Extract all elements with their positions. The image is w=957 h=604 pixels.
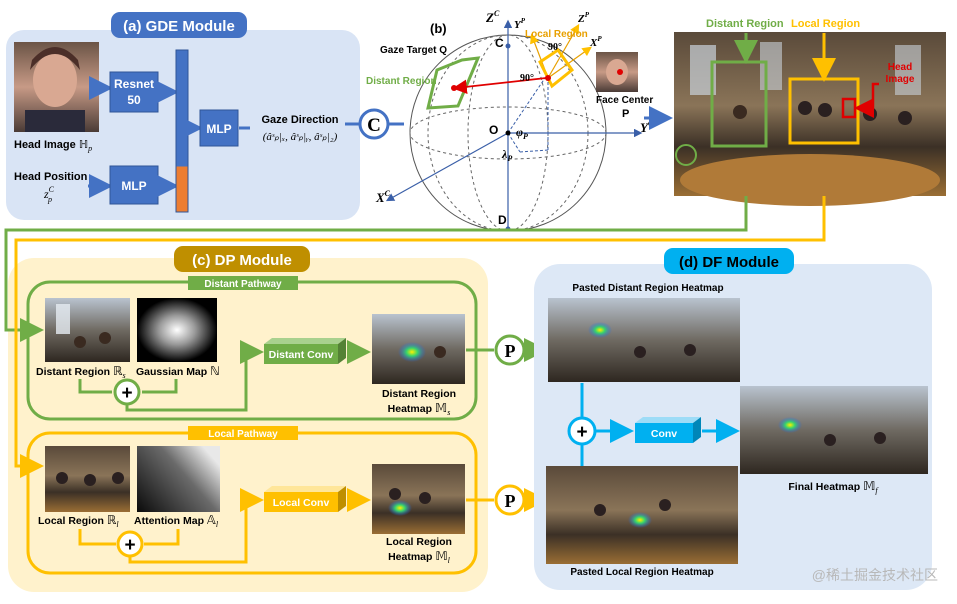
local-heatmap-label-2: Heatmap 𝕄l [388, 549, 451, 565]
point-c: C [495, 36, 504, 50]
gaussian-map-image [137, 298, 217, 362]
face-center-thumbnail [596, 52, 638, 92]
distant-pathway-label: Distant Pathway [204, 279, 282, 290]
distant-conv-label: Distant Conv [269, 349, 334, 361]
axis-zp-label: ZP [577, 11, 590, 25]
pasted-local-label: Pasted Local Region Heatmap [570, 567, 713, 578]
pasted-distant-label: Pasted Distant Region Heatmap [572, 283, 723, 294]
dp-title: (c) DP Module [192, 252, 292, 269]
local-region-label: Local Region ℝl [38, 513, 119, 529]
attention-map-label: Attention Map 𝔸l [134, 513, 219, 529]
head-image-label: Head Image ℍp [14, 139, 92, 153]
angle-90-a: 90° [548, 42, 562, 53]
sphere-title: (b) [430, 21, 447, 36]
panorama-head-label-2: Image [886, 74, 915, 85]
local-conv-label: Local Conv [273, 497, 330, 509]
lambda-label: λP [501, 147, 512, 163]
mlp-direction-box [199, 109, 239, 147]
feature-concat-bar [175, 49, 189, 213]
pasted-distant-heatmap-image [548, 298, 740, 382]
local-pathway-label: Local Pathway [208, 429, 278, 440]
gaussian-map-label: Gaussian Map ℕ [136, 364, 220, 378]
face-center-point: P [622, 108, 629, 120]
mlp-position-box [109, 165, 159, 205]
mlp-direction-label: MLP [206, 122, 231, 136]
resnet-label-1: Resnet [114, 77, 154, 91]
watermark: @稀土掘金技术社区 [812, 567, 938, 583]
distant-region-image [45, 298, 130, 362]
axis-xc-label: XC [375, 189, 391, 205]
local-plus-symbol: + [124, 535, 135, 556]
distant-pathway-tag [188, 276, 298, 290]
gaze-target-label: Gaze Target Q [380, 45, 447, 56]
face-center-label: Face Center [596, 95, 653, 106]
panorama-local-label: Local Region [791, 18, 860, 30]
dp-title-box [174, 246, 310, 272]
resnet-box [109, 71, 159, 113]
head-image-thumbnail [14, 42, 99, 132]
axis-xp-label: XP [589, 35, 602, 49]
sphere-distant-region [426, 56, 481, 110]
gde-title: (a) GDE Module [123, 18, 235, 35]
panorama-head-label-1: Head [888, 62, 912, 73]
df-title-box [664, 248, 794, 274]
pasted-local-heatmap-image [546, 466, 738, 564]
gaze-direction-formula: (âˢₚ|ₓ, âˢₚ|ᵧ, âˢₚ|₂) [263, 131, 338, 143]
phi-label: φP [516, 125, 528, 141]
local-heatmap-label-1: Local Region [386, 536, 452, 548]
final-heatmap-label: Final Heatmap 𝕄f [788, 479, 879, 495]
point-o: O [489, 123, 498, 137]
angle-90-b: 90° [520, 73, 534, 84]
axis-yp-label: YP [514, 17, 526, 31]
distant-paste-symbol: P [505, 341, 516, 361]
local-pathway-tag [188, 426, 298, 440]
mlp-position-label: MLP [121, 179, 146, 193]
local-region-image [45, 446, 130, 512]
final-heatmap-image [740, 386, 928, 474]
panorama-distant-label: Distant Region [706, 18, 784, 30]
distant-region-label: Distant Region ℝs [36, 364, 126, 380]
gaze-direction-label: Gaze Direction [261, 114, 338, 126]
attention-map-image [137, 446, 220, 512]
distant-plus-symbol: + [121, 383, 132, 404]
distant-conv-block [264, 338, 346, 364]
axis-zc-label: ZC [485, 9, 500, 25]
sphere-distant-region-label: Distant Region [366, 76, 437, 87]
point-d: D [498, 213, 507, 227]
local-paste-symbol: P [505, 491, 516, 511]
concat-symbol: C [367, 115, 381, 136]
resnet-label-2: 50 [127, 93, 141, 107]
head-position-label: Head Position [14, 171, 88, 183]
panorama-image [674, 32, 946, 206]
df-conv-block [635, 417, 701, 443]
distant-heatmap-label-1: Distant Region [382, 388, 456, 400]
gde-title-box [111, 12, 247, 38]
axis-yc-label: YC [640, 119, 654, 135]
local-heatmap-image [372, 464, 465, 534]
distant-heatmap-image [372, 314, 465, 384]
df-title: (d) DF Module [679, 254, 779, 271]
df-plus-symbol: + [576, 422, 587, 443]
local-conv-block [264, 486, 346, 512]
df-conv-label: Conv [651, 428, 677, 440]
sphere-local-region-label: Local Region [525, 29, 588, 40]
distant-heatmap-label-2: Heatmap 𝕄s [388, 401, 451, 417]
